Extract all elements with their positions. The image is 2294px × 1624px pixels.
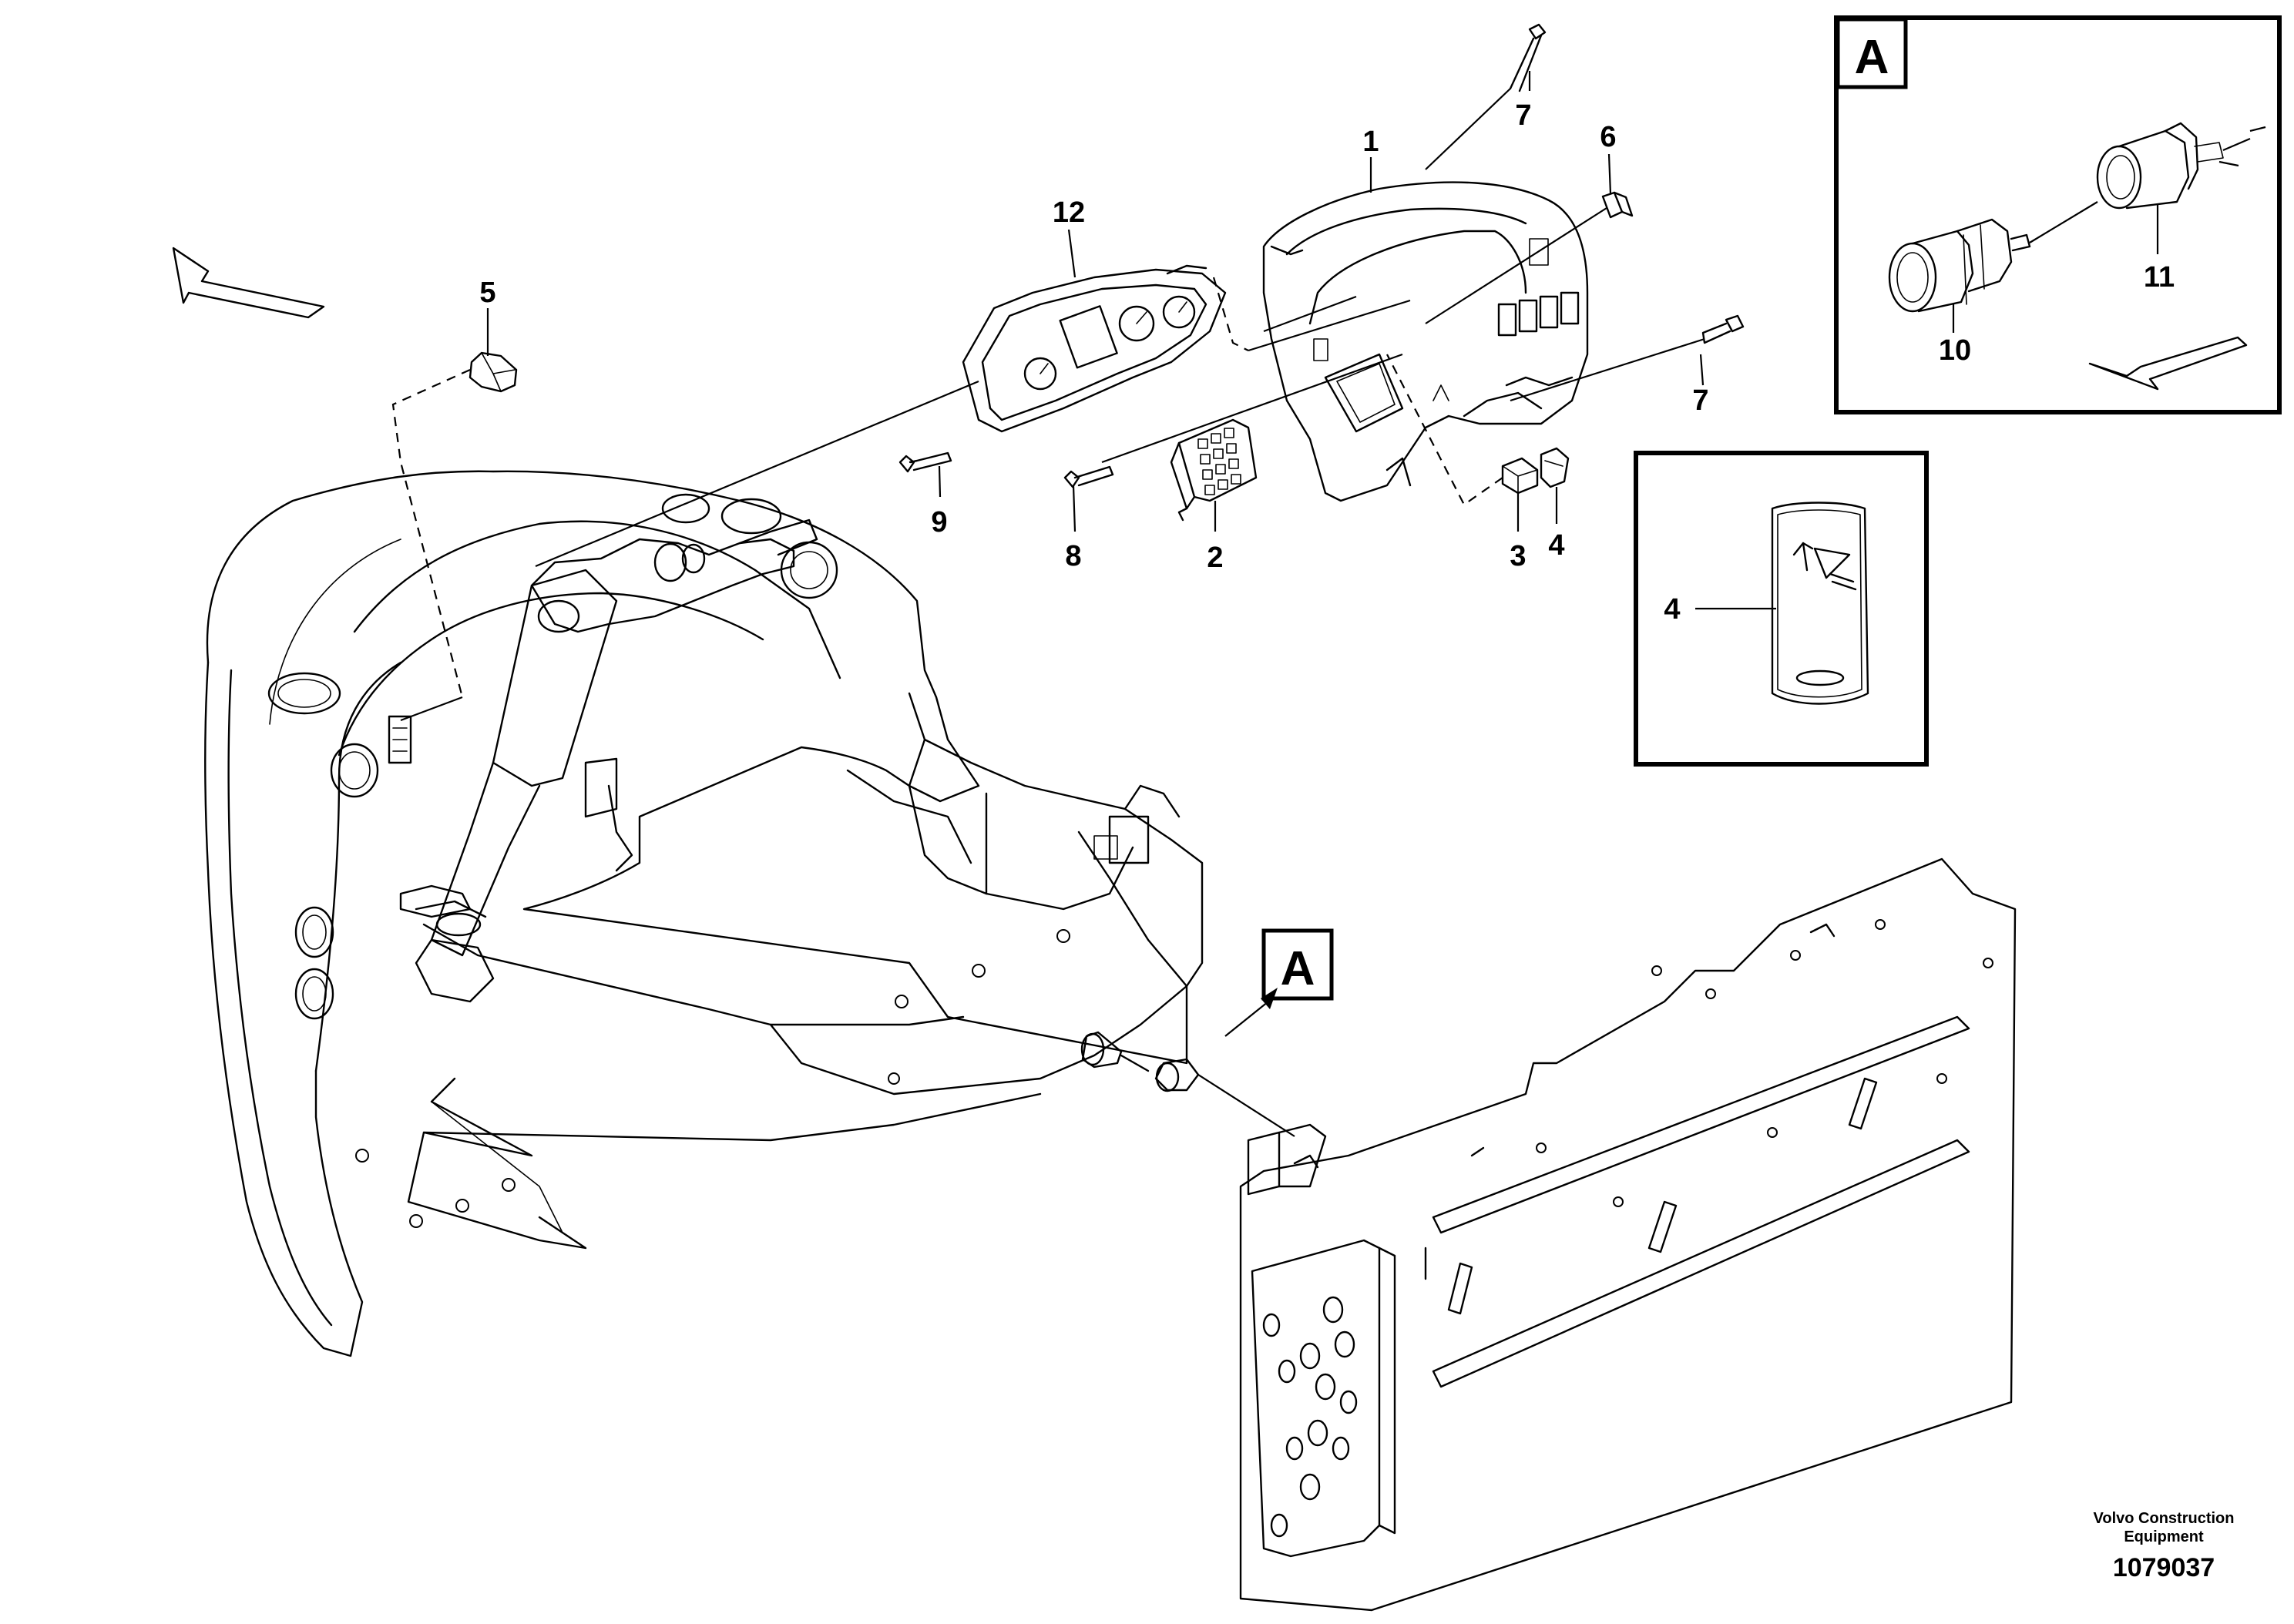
view-marker-letter: A	[1281, 942, 1315, 995]
detail-box-a: A	[1834, 15, 2282, 414]
detail-box-letter: A	[1855, 31, 1889, 84]
callout-1: 1	[1362, 126, 1379, 158]
socket-assembly	[1080, 1031, 1295, 1137]
callout-6: 6	[1600, 121, 1616, 153]
switch-5	[469, 351, 518, 393]
callout-labels: 1 2 3 4 5 6 7 7 8 9 10 11 12 4	[479, 99, 2175, 626]
dash-panel-cover	[1262, 181, 1589, 502]
callout-5: 5	[479, 277, 495, 309]
callout-4: 4	[1548, 529, 1564, 562]
rear-bulkhead-panel	[1239, 857, 2017, 1612]
callout-2: 2	[1207, 542, 1223, 574]
screw-7-top	[1509, 23, 1547, 92]
detail-direction-arrow-icon	[2088, 336, 2248, 391]
direction-arrow-icon	[172, 247, 325, 319]
cab-dashboard-assembly	[204, 470, 1204, 1357]
credit-line-1: Volvo Construction	[2094, 1510, 2235, 1527]
callout-4-detail: 4	[1664, 593, 1680, 626]
callout-9: 9	[931, 506, 947, 539]
detail-box-rocker	[1634, 451, 1929, 767]
rocker-switch-3	[1501, 457, 1539, 495]
callout-11: 11	[2144, 261, 2175, 294]
credit-line-2: Equipment	[2124, 1528, 2204, 1545]
callout-12: 12	[1053, 196, 1085, 229]
connector-6	[1601, 191, 1634, 219]
view-marker-a: A	[1224, 928, 1334, 1037]
callout-8: 8	[1065, 540, 1081, 572]
screw-9	[898, 451, 952, 473]
callout-leaders	[486, 71, 1705, 532]
callout-3: 3	[1510, 540, 1526, 572]
credit-block: Volvo Construction Equipment 1079037	[2094, 1510, 2235, 1582]
document-number: 1079037	[2113, 1553, 2215, 1582]
callout-7-top: 7	[1515, 99, 1531, 132]
cigar-lighter-knob	[1888, 218, 2031, 313]
callout-7-right: 7	[1692, 384, 1708, 417]
lighter-socket	[2096, 122, 2224, 210]
screw-7-right	[1701, 314, 1745, 344]
screw-8	[1063, 465, 1114, 488]
keypad	[1170, 418, 1258, 522]
assembly-lines	[391, 88, 1705, 722]
callout-10: 10	[1939, 334, 1971, 367]
instrument-cluster	[962, 264, 1227, 433]
rocker-switch-4	[1540, 447, 1570, 488]
wiper-icon	[1792, 542, 1857, 591]
